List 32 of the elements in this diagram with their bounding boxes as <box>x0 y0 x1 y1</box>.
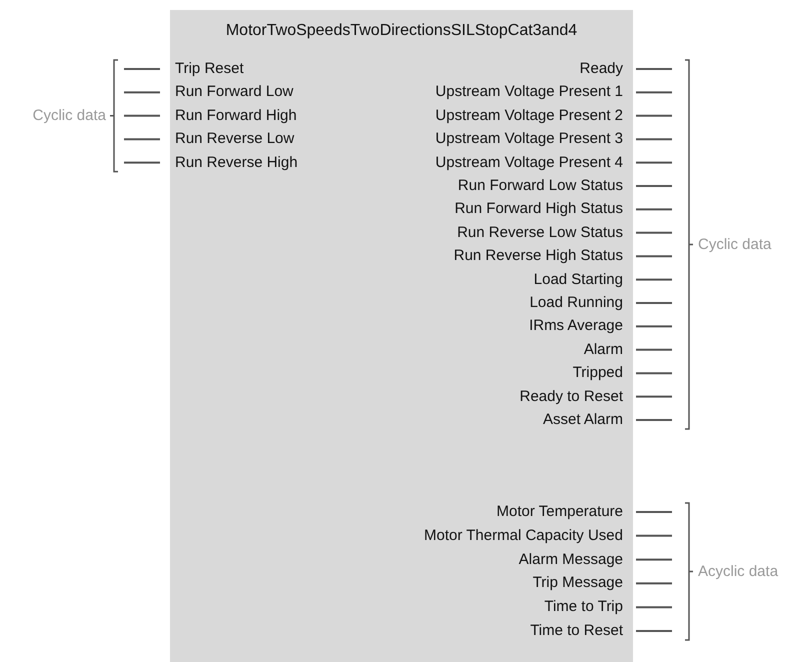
pin-label: Alarm <box>584 340 623 359</box>
pin-label: Motor Thermal Capacity Used <box>424 526 623 545</box>
pin-label: Run Forward High <box>175 106 297 125</box>
pin-label: Trip Reset <box>175 60 244 78</box>
pin-label: Run Reverse High <box>175 154 298 172</box>
group-label: Acyclic data <box>698 562 778 580</box>
pin-label: Run Forward High Status <box>454 200 623 218</box>
pin-label: Tripped <box>572 364 623 382</box>
pin-label: Load Running <box>530 294 623 312</box>
function-block <box>170 10 633 662</box>
pin-label: Upstream Voltage Present 4 <box>435 154 623 172</box>
pin-label: Upstream Voltage Present 2 <box>435 106 623 125</box>
pin-label: Asset Alarm <box>542 411 623 429</box>
pin-label: Upstream Voltage Present 3 <box>435 130 623 148</box>
pin-label: Run Reverse Low <box>175 130 294 148</box>
pin-label: IRms Average <box>529 317 623 336</box>
pin-label: Motor Temperature <box>496 503 623 521</box>
pin-label: Ready <box>580 60 623 78</box>
pin-label: Ready to Reset <box>520 388 623 406</box>
block-title: MotorTwoSpeedsTwoDirectionsSILStopCat3and4 <box>224 22 578 40</box>
group-label: Cyclic data <box>698 236 772 254</box>
pin-label: Time to Trip <box>544 598 623 616</box>
pin-label: Trip Message <box>532 574 623 592</box>
pin-label: Time to Reset <box>530 622 623 640</box>
pin-label: Run Forward Low <box>175 83 294 102</box>
pin-label: Upstream Voltage Present 1 <box>435 83 623 102</box>
pin-label: Alarm Message <box>518 550 623 569</box>
pin-label: Run Reverse Low Status <box>457 224 623 242</box>
pin-label: Run Forward Low Status <box>458 177 623 195</box>
pin-label: Load Starting <box>534 270 623 289</box>
pin-label: Run Reverse High Status <box>454 247 623 266</box>
group-label: Cyclic data <box>32 106 106 125</box>
